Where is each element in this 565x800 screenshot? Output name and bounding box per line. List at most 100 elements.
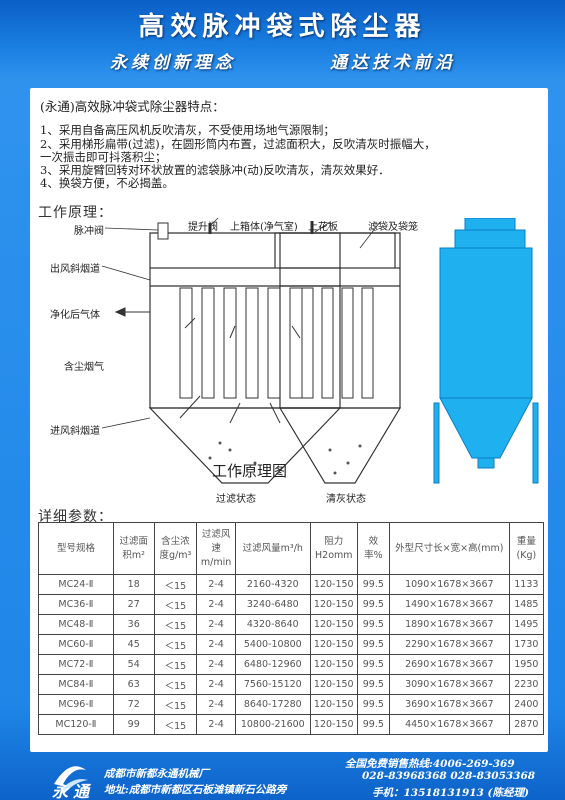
feature-item: 2、采用梯形扁带(过滤)，在圆形筒内布置，过滤面积大，反吹清灰时振幅大， <box>40 137 436 151</box>
table-cell: 3240-6480 <box>234 594 311 615</box>
feature-item: 3、采用旋臂回转对环状放置的滤袋脉冲(动)反吹清灰，清灰效果好． <box>40 163 390 177</box>
left-unit-top-outline <box>149 232 341 268</box>
right-filter-bags <box>301 287 374 399</box>
label-clean-gas: 净化后气体 <box>50 310 100 321</box>
table-cell: MC36-Ⅱ <box>38 594 114 615</box>
right-dust-dots <box>328 444 362 475</box>
header: 高效脉冲袋式除尘器 永续创新理念 通达技术前沿 <box>0 0 565 88</box>
table-cell: 99.5 <box>356 694 390 715</box>
feature-item: 4、换袋方便，不必揭盖。 <box>40 176 174 190</box>
table-cell: MC24-Ⅱ <box>38 574 114 595</box>
principle-heading: 工作原理： <box>38 205 113 221</box>
table-cell: 99.5 <box>356 634 390 655</box>
feature-item: 1、采用自备高压风机反吹清灰，不受使用场地气源限制； <box>40 123 335 137</box>
table-cell: 120-150 <box>309 574 358 595</box>
label-leader-lines <box>101 218 381 429</box>
label-bag-cage: 滤袋及袋笼 <box>368 222 418 233</box>
phone-numbers: 028-83968368 028-83053368 <box>362 770 536 782</box>
left-dust-dots <box>208 441 257 475</box>
table-cell: 2-4 <box>196 694 236 715</box>
table-cell: 120-150 <box>309 614 358 635</box>
label-clean-state: 清灰状态 <box>326 494 366 505</box>
left-unit-hopper <box>148 407 342 484</box>
table-cell: MC84-Ⅱ <box>38 674 114 695</box>
table-cell: ＜15 <box>153 614 198 635</box>
label-lift-valve: 提升阀 <box>188 222 218 233</box>
params-heading: 详细参数： <box>38 509 113 525</box>
col-area: 过滤面积m² <box>112 522 155 575</box>
table-cell: 99.5 <box>356 674 390 695</box>
label-dusty-gas: 含尘烟气 <box>64 362 104 373</box>
slogan-right: 通达技术前沿 <box>330 53 456 73</box>
table-cell: 4450×1678×3667 <box>388 714 510 735</box>
table-cell: 99.5 <box>356 574 390 595</box>
table-cell: 99.5 <box>356 614 390 635</box>
company-logo-icon <box>54 766 88 794</box>
table-cell: ＜15 <box>153 714 198 735</box>
page-title: 高效脉冲袋式除尘器 <box>138 12 427 42</box>
table-cell: 120-150 <box>309 694 358 715</box>
table-cell: 120-150 <box>309 654 358 675</box>
table-cell: MC96-Ⅱ <box>38 694 114 715</box>
table-cell: 1890×1678×3667 <box>388 614 510 635</box>
table-cell: 120-150 <box>309 594 358 615</box>
table-cell: 1485 <box>508 594 545 615</box>
label-outlet-duct: 出风斜烟道 <box>50 264 100 275</box>
slogan-left: 永续创新理念 <box>110 53 236 73</box>
table-cell: 54 <box>112 654 155 675</box>
col-weight: 重量(Kg) <box>508 522 545 575</box>
params-table: 型号规格 过滤面积m² 含尘浓度g/m³ 过滤风速m/min 过滤风量m³/h … <box>38 522 545 735</box>
product-image <box>433 218 539 484</box>
table-cell: ＜15 <box>153 574 198 595</box>
footer: 永通 成都市新都永通机械厂 地址:成都市新都区石板滩镇新石公路旁 全国免费销售热… <box>0 752 565 800</box>
table-cell: 5400-10800 <box>234 634 311 655</box>
features-title: (永通)高效脉冲袋式除尘器特点： <box>40 99 225 114</box>
table-header-row: 型号规格 过滤面积m² 含尘浓度g/m³ 过滤风速m/min 过滤风量m³/h … <box>38 522 545 575</box>
table-cell: 2690×1678×3667 <box>388 654 510 675</box>
table-cell: 7560-15120 <box>234 674 311 695</box>
table-cell: 4320-8640 <box>234 614 311 635</box>
col-speed: 过滤风速m/min <box>196 522 236 575</box>
col-dimensions: 外型尺寸长×宽×高(mm) <box>388 522 510 575</box>
col-model: 型号规格 <box>38 522 114 575</box>
left-airflow-arrows <box>114 307 301 424</box>
table-cell: 1090×1678×3667 <box>388 574 510 595</box>
left-unit-body <box>149 267 341 409</box>
table-cell: 3090×1678×3667 <box>388 674 510 695</box>
table-cell: 27 <box>112 594 155 615</box>
content-panel: (永通)高效脉冲袋式除尘器特点： 1、采用自备高压风机反吹清灰，不受使用场地气源… <box>30 88 548 752</box>
sales-hotline: 全国免费销售热线:4006-269-369 <box>345 758 515 770</box>
table-cell: 1730 <box>508 634 545 655</box>
col-airflow: 过滤风量m³/h <box>234 522 311 575</box>
table-cell: 18 <box>112 574 155 595</box>
table-cell: 2-4 <box>196 654 236 675</box>
table-cell: 2-4 <box>196 614 236 635</box>
label-inlet-duct: 进风斜烟道 <box>50 426 100 437</box>
feature-item: 一次振击即可抖落积尘； <box>40 150 167 164</box>
table-cell: 2290×1678×3667 <box>388 634 510 655</box>
label-upper-plate: 上花板 <box>308 222 338 233</box>
table-cell: 45 <box>112 634 155 655</box>
table-cell: MC48-Ⅱ <box>38 614 114 635</box>
table-cell: 6480-12960 <box>234 654 311 675</box>
table-cell: 99.5 <box>356 714 390 735</box>
table-cell: 63 <box>112 674 155 695</box>
table-cell: 2230 <box>508 674 545 695</box>
table-cell: MC60-Ⅱ <box>38 634 114 655</box>
table-cell: 36 <box>112 614 155 635</box>
table-cell: 2-4 <box>196 714 236 735</box>
table-cell: 72 <box>112 694 155 715</box>
table-cell: ＜15 <box>153 594 198 615</box>
diagram-drawing <box>101 218 539 484</box>
table-cell: 120-150 <box>309 714 358 735</box>
diagram-caption: 工作原理图 <box>212 462 288 480</box>
table-cell: 2-4 <box>196 634 236 655</box>
left-filter-bags <box>179 287 303 399</box>
label-pulse-valve: 脉冲阀 <box>74 226 104 237</box>
logo-text: 永通 <box>52 782 95 800</box>
